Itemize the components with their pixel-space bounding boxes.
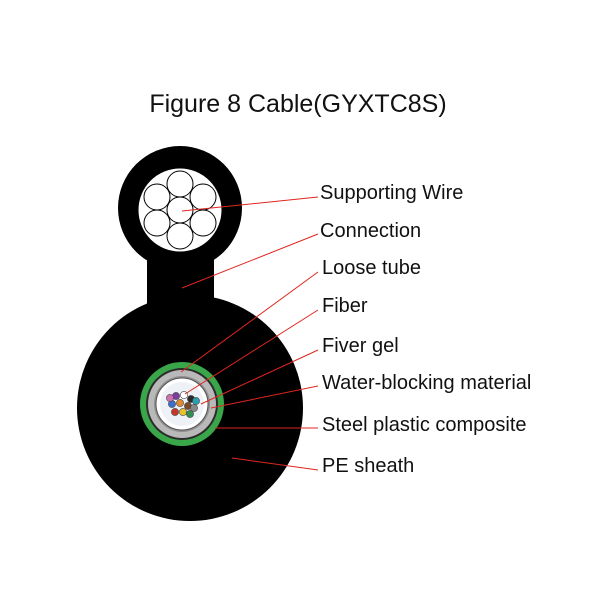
wire-strand [143,209,171,237]
label-fiver-gel: Fiver gel [322,335,399,357]
wire-strand [166,222,194,250]
label-supporting-wire: Supporting Wire [320,182,463,204]
wire-strand [189,183,217,211]
leader-loose-tube [180,271,319,373]
leader-pe-sheath [231,457,319,471]
fiber-strand [179,408,187,416]
fiber-strand [190,404,198,412]
wire-strand [166,170,194,198]
leader-connection [181,233,319,289]
label-loose-tube: Loose tube [322,257,421,279]
leader-supporting-wire [181,196,319,212]
component-labels: Supporting Wire Connection Loose tube Fi… [320,182,531,477]
leader-fiber [184,309,319,395]
label-pe-sheath: PE sheath [322,455,414,477]
fiber-strand [171,408,179,416]
leader-fiver-gel [200,349,319,405]
label-fiber: Fiber [322,295,368,317]
supporting-wire-strands [137,167,223,253]
fiber-bundle [166,391,200,418]
fiber-strand [186,410,194,418]
fiber-strand [176,399,184,407]
label-steel-plastic-composite: Steel plastic composite [322,414,527,436]
label-connection: Connection [320,220,421,242]
cable-cross-section [77,146,303,521]
wire-strand [189,209,217,237]
fiber-strand [166,394,174,402]
diagram-title: Figure 8 Cable(GYXTC8S) [149,90,446,118]
fiber-strand [192,397,200,405]
label-water-blocking: Water-blocking material [322,372,531,394]
leader-lines [180,196,319,471]
wire-strand [143,183,171,211]
leader-water-blocking [210,385,319,409]
